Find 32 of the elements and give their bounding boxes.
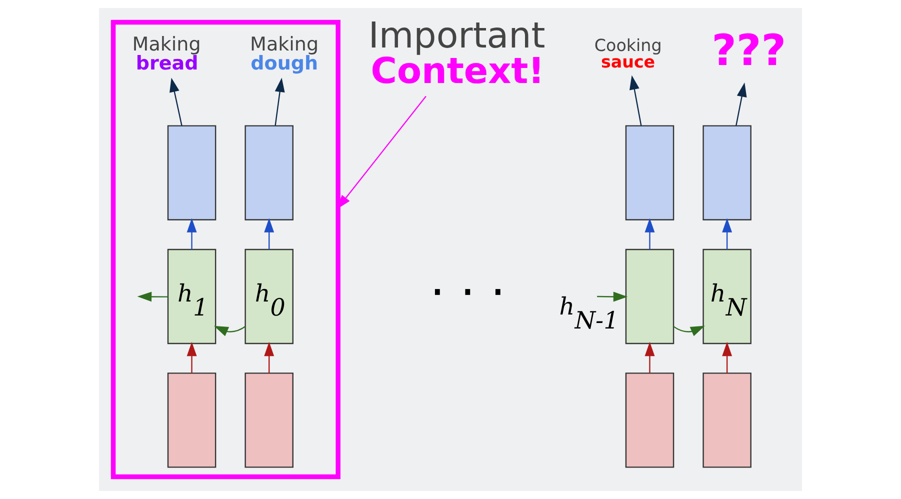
arrow (736, 82, 747, 126)
cluster (110, 20, 340, 480)
node-box (625, 248, 674, 344)
node-text: Making bread (132, 34, 201, 75)
arrow (264, 218, 274, 250)
arrow (214, 326, 246, 336)
arrow (264, 342, 274, 374)
node-text: ??? (712, 26, 786, 76)
node-box (244, 125, 294, 220)
node-box (244, 372, 294, 468)
node-box (167, 125, 216, 220)
arrow (673, 326, 705, 336)
arrow (137, 292, 168, 302)
arrow (186, 342, 197, 374)
node-box (702, 125, 752, 220)
arrow (629, 75, 642, 126)
arrow (170, 78, 182, 126)
node-box (625, 372, 674, 468)
node-box (625, 125, 674, 220)
node-box (702, 372, 752, 468)
arrow (644, 342, 655, 374)
node-text: Cooking sauce (594, 36, 662, 72)
arrow (722, 342, 732, 374)
node-text: Making dough (250, 34, 319, 75)
node-text: Important Context! (368, 15, 546, 92)
node-box (167, 372, 216, 468)
arrow (644, 218, 655, 250)
arrow (274, 78, 285, 126)
arrow (186, 218, 197, 250)
label: · · · (430, 265, 506, 320)
arrow (722, 218, 732, 250)
arrow (597, 292, 628, 302)
